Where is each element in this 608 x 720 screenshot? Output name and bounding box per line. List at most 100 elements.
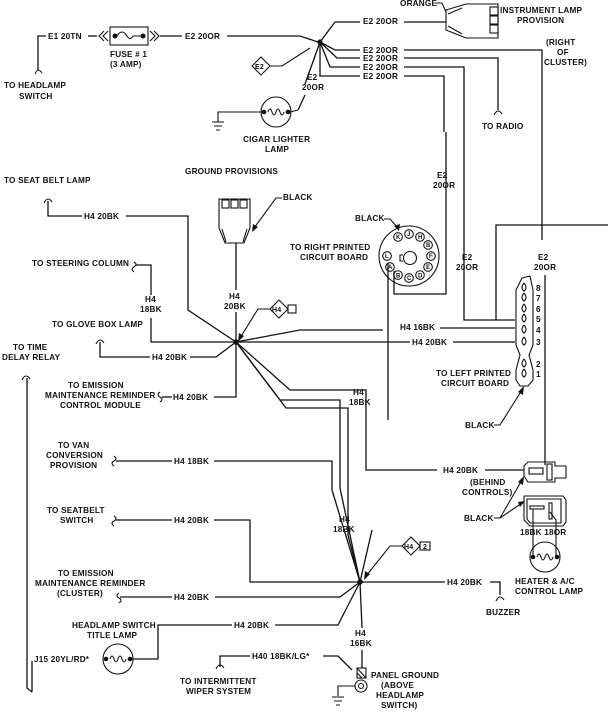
wire-end-tick	[131, 261, 137, 273]
badge-leader	[239, 308, 270, 339]
left-pcb-pin	[521, 368, 527, 378]
right-pcb-pin-label: D	[418, 273, 423, 279]
right-pcb-pin	[393, 232, 403, 242]
title-lamp-wire	[132, 624, 232, 660]
h4-16bk-left-pcb-label: H4 16BK	[400, 323, 435, 332]
lamp-terminal	[554, 554, 560, 560]
h4-20bk-left-pcb-label: H4 20BK	[412, 338, 447, 347]
black-left-pcb-label: BLACK	[465, 421, 495, 430]
e2-branch-1-wire	[319, 21, 360, 43]
to-emission-module-label-1: TO EMISSION	[68, 381, 124, 390]
heater-lamp-label-1: HEATER & A/C	[515, 577, 575, 586]
glove-box-wire	[99, 342, 150, 358]
right-of-cluster-label-1: (RIGHT	[546, 38, 575, 47]
h40-wire	[219, 655, 250, 667]
h4-title-lamp-label: H4 20BK	[234, 621, 269, 630]
emission-cluster-wire-b	[215, 581, 361, 598]
panel-ground: H4 16BK PANEL GROUND (ABOVE HEADLAMP SWI…	[332, 581, 439, 710]
ground-provisions-label: GROUND PROVISIONS	[185, 167, 278, 176]
e2-lighter-wire	[304, 41, 321, 85]
right-pcb-pin-label: K	[396, 235, 401, 241]
instrument-lamp-provision: ORANGE INSTRUMENT LAMP PROVISION (RIGHT …	[400, 0, 587, 67]
h4-van-conversion-label: H4 18BK	[174, 457, 209, 466]
h4-steering-label-2: 18BK	[140, 305, 162, 314]
fuse-label-1: FUSE # 1	[110, 50, 147, 59]
fuse-label-2: (3 AMP)	[110, 60, 142, 69]
connector-cavity-1	[489, 6, 499, 16]
to-van-conversion-label-1: TO VAN	[58, 441, 89, 450]
h4-trunk-2-label-1: H4	[339, 515, 350, 524]
to-right-pcb-label-2: CIRCUIT BOARD	[300, 253, 368, 262]
e2-branch-4-wire-b	[404, 66, 515, 321]
ground-provision-connector-body	[218, 198, 251, 244]
lamp-terminal	[103, 656, 109, 662]
h4-16bk-left-pcb-wire	[235, 329, 383, 343]
connector-inner	[526, 498, 562, 524]
h4-glove-box-label: H4 20BK	[152, 353, 187, 362]
heater-connector-body	[523, 495, 567, 527]
connector-cavity-2	[489, 15, 499, 25]
e2-vertical-2-label-1: E2	[462, 253, 473, 262]
e2-vertical-2-label-2: 20OR	[456, 263, 478, 272]
right-pcb-pin	[423, 262, 433, 272]
ground-bolt-center	[357, 682, 365, 690]
connector-cavity-3	[489, 24, 499, 34]
arrow-icon	[518, 476, 524, 485]
fuse-box	[109, 26, 149, 46]
h4-trunk-2-label-2: 18BK	[333, 525, 355, 534]
connector-cavity	[548, 502, 553, 520]
h4-emission-cluster-label: H4 20BK	[174, 593, 209, 602]
e2-vertical-1-label-1: E2	[437, 171, 448, 180]
wire-end-tick	[95, 339, 105, 345]
time-delay-wire	[26, 378, 33, 693]
h40-wire-b	[323, 655, 353, 671]
right-of-cluster-label-3: CLUSTER)	[544, 58, 587, 67]
right-pcb-pin	[404, 229, 414, 239]
right-pcb-feed-wire	[393, 132, 447, 295]
black-ground-prov-label: BLACK	[283, 193, 313, 202]
to-intermittent-wiper-label-1: TO INTERMITTENT	[180, 677, 257, 686]
ground-wire	[337, 685, 355, 696]
e2-branch-1-label: E2 20OR	[363, 17, 398, 26]
lamp-filament-icon	[267, 108, 285, 116]
wire-end-tick	[157, 391, 163, 403]
e2-right-exit-wire	[495, 224, 608, 320]
steering-column-circuit: TO STEERING COLUMN H4 18BK	[32, 259, 236, 343]
emission-cluster-circuit: TO EMISSION MAINTENANCE REMINDER (CLUSTE…	[35, 569, 361, 604]
emission-control-module-circuit: TO EMISSION MAINTENANCE REMINDER CONTROL…	[45, 342, 237, 410]
connector-key	[399, 254, 403, 262]
right-pcb-pin-label: F	[429, 254, 433, 260]
e2-splice-badge-label: E2	[255, 64, 264, 71]
left-pcb-pin-label: 4	[536, 326, 541, 335]
h4-steering-label-1: H4	[145, 295, 156, 304]
h4-behind-controls-wire	[235, 341, 437, 471]
left-pcb-pin	[521, 292, 527, 302]
h4-seatbelt-switch-label: H4 20BK	[174, 516, 209, 525]
connector-cavity	[528, 467, 544, 475]
panel-ground-label-1: PANEL GROUND	[371, 671, 439, 680]
arrow-icon	[252, 224, 258, 232]
e2-branch-5-wire	[319, 42, 360, 77]
right-pcb-pin-label: C	[407, 276, 412, 282]
h4-trunk-wire-2	[235, 341, 349, 520]
panel-ground-label-3: HEADLAMP	[376, 691, 424, 700]
to-right-pcb-label-1: TO RIGHT PRINTED	[290, 243, 370, 252]
black-right-pcb-label: BLACK	[355, 214, 385, 223]
arrow-icon	[364, 571, 370, 580]
left-pcb-pin-label: 2	[536, 360, 541, 369]
right-pcb-pin	[415, 270, 425, 280]
to-radio-label: TO RADIO	[482, 122, 524, 131]
h4-trunk-2-wire	[347, 520, 361, 583]
right-pcb-pin-label: L	[385, 254, 389, 260]
h4-trunk-wire	[359, 529, 373, 583]
h4-splice-badge-2-label: H4	[404, 544, 413, 551]
arrow-icon	[518, 386, 524, 395]
left-pcb-pin-label: 8	[536, 284, 541, 293]
e2-branch-2-wire-b	[404, 49, 543, 240]
e2-vertical-3-label-2: 20OR	[534, 263, 556, 272]
e1-wire-label: E1 20TN	[48, 32, 82, 41]
heater-ac-control-lamp: BLACK 18BK 18OR HEATER & A/C CONTROL LAM…	[464, 476, 583, 596]
lamp-terminal	[530, 554, 536, 560]
h4-trunk-label-2: 18BK	[349, 398, 371, 407]
